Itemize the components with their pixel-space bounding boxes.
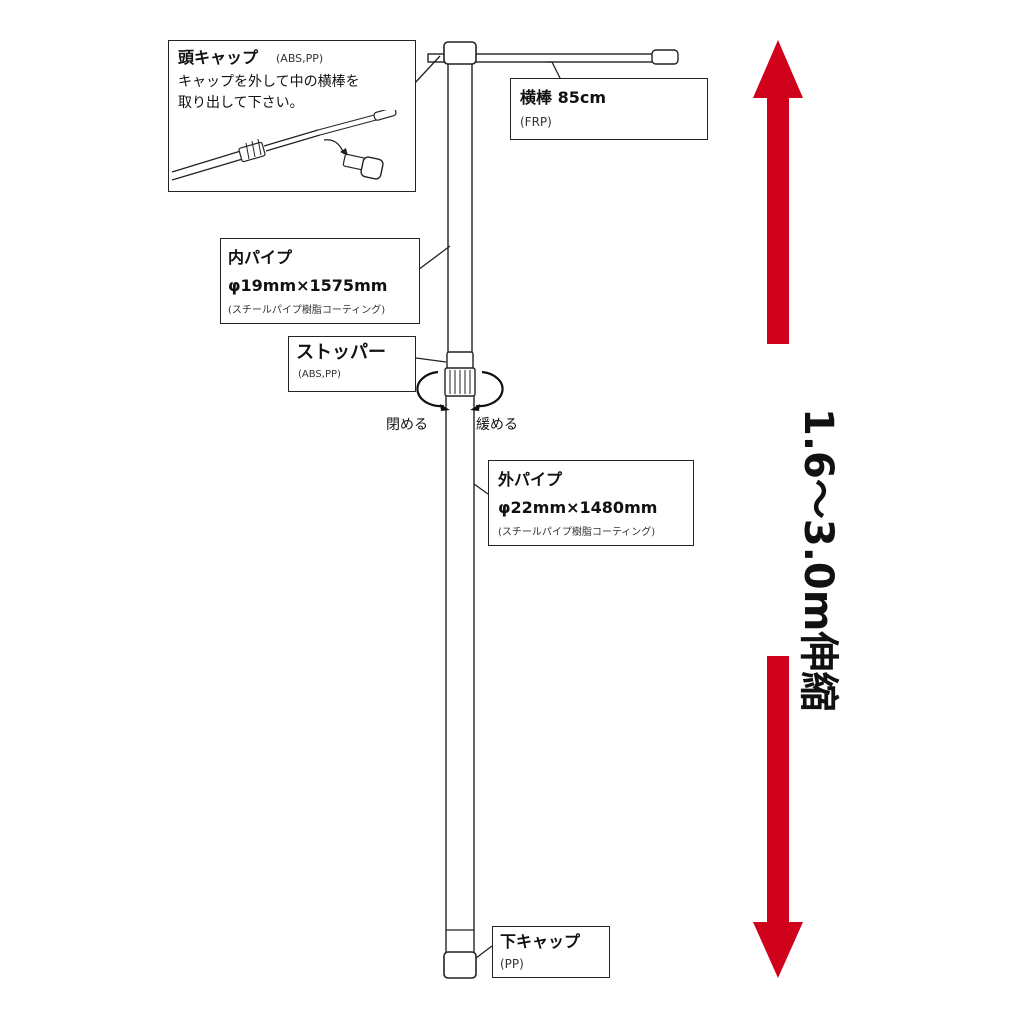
stopper-collar xyxy=(444,351,476,397)
inner-pipe-size: φ19mm×1575mm xyxy=(228,276,388,295)
head-cap-material: (ABS,PP) xyxy=(276,52,324,65)
crossbar-callout xyxy=(510,78,708,140)
rotation-arrows-icon xyxy=(416,370,504,411)
stopper-leader xyxy=(415,357,447,363)
inner-pipe xyxy=(447,59,473,359)
bottom-cap xyxy=(443,951,477,979)
crossbar-material: (FRP) xyxy=(520,115,552,129)
extension-arrow xyxy=(753,40,803,978)
head-cap-note-line1: キャップを外して中の横棒を xyxy=(178,74,360,90)
stopper-material: (ABS,PP) xyxy=(298,369,341,380)
inner-pipe-callout xyxy=(220,238,420,324)
removed-cap-icon xyxy=(342,153,384,180)
outer-pipe-size: φ22mm×1480mm xyxy=(498,498,658,517)
bottom-cap-leader xyxy=(475,945,493,959)
bottom-cap-material: (PP) xyxy=(500,957,524,971)
stopper-tighten-label: 閉める xyxy=(386,417,428,433)
head-cap xyxy=(443,41,477,65)
extension-range-label: 1.6〜3.0m伸縮 xyxy=(795,408,841,712)
inner-pipe-coating: (スチールパイプ樹脂コーティング) xyxy=(228,305,386,316)
stopper-name: ストッパー xyxy=(296,342,386,363)
inner-pipe-name: 内パイプ xyxy=(228,248,293,267)
crossbar-leader xyxy=(546,61,561,79)
crossbar-removal-illustration xyxy=(171,110,397,181)
stopper-callout xyxy=(288,336,416,392)
outer-pipe-leader xyxy=(473,483,489,495)
head-cap-note-line2: 取り出して下さい。 xyxy=(178,95,304,111)
bottom-cap-callout xyxy=(492,926,610,978)
inner-pipe-leader xyxy=(417,245,451,271)
outer-pipe-callout xyxy=(488,460,694,546)
crossbar-rod xyxy=(427,49,679,65)
bottom-cap-name: 下キャップ xyxy=(500,932,581,951)
head-cap-name: 頭キャップ xyxy=(178,48,259,67)
threaded-joint-icon xyxy=(238,138,266,163)
outer-pipe-name: 外パイプ xyxy=(498,470,563,489)
outer-pipe xyxy=(445,394,475,956)
head-cap-leader xyxy=(413,55,441,85)
stopper-loosen-label: 緩める xyxy=(476,417,518,433)
outer-pipe-coating: (スチールパイプ樹脂コーティング) xyxy=(498,527,656,538)
crossbar-name: 横棒 85cm xyxy=(520,88,606,107)
